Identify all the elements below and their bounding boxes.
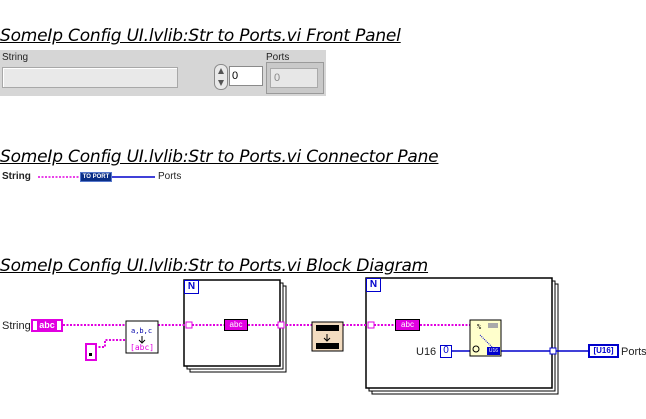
cp-ports-label: Ports [158,171,182,182]
cp-subvi-label: TO PORT [82,174,110,180]
bd-ports-label: Ports [621,346,646,358]
bd-string-label: String [2,320,31,332]
block-diagram-heading: SomeIp Config UI.lvlib:Str to Ports.vi B… [0,256,429,276]
loop1-count-terminal[interactable]: N [184,280,199,294]
ports-indicator-label: Ports [266,52,290,63]
loop1-string-node[interactable]: abc [224,319,248,331]
loop2-string-node[interactable]: abc [395,319,420,331]
convert-u16-badge: U16 [487,347,500,355]
ports-array-element: 0 [270,68,318,88]
loop2-count-terminal[interactable]: N [366,278,381,292]
cp-to-port-subvi[interactable]: TO PORT [80,172,112,182]
svg-text:[abc]: [abc] [130,343,154,352]
connector-pane-heading: SomeIp Config UI.lvlib:Str to Ports.vi C… [0,147,439,167]
ports-indicator-terminal[interactable]: [U16] [588,344,619,358]
svg-text:a,b,c: a,b,c [131,327,152,335]
u16-constant[interactable]: 0 [440,345,452,358]
string-control-terminal[interactable]: abc [31,319,63,332]
u16-constant-label: U16 [416,346,437,358]
ports-array-indicator: 0 [266,62,324,94]
string-control-input[interactable] [2,67,178,88]
front-panel-heading: SomeIp Config UI.lvlib:Str to Ports.vi F… [0,26,401,46]
string-control-label: String [2,52,29,63]
cp-string-label: String [2,171,31,182]
svg-text:%: % [477,323,482,331]
array-index-spinner[interactable] [214,64,228,90]
array-index-display[interactable]: 0 [229,66,263,86]
string-terminal-text: abc [37,321,57,330]
